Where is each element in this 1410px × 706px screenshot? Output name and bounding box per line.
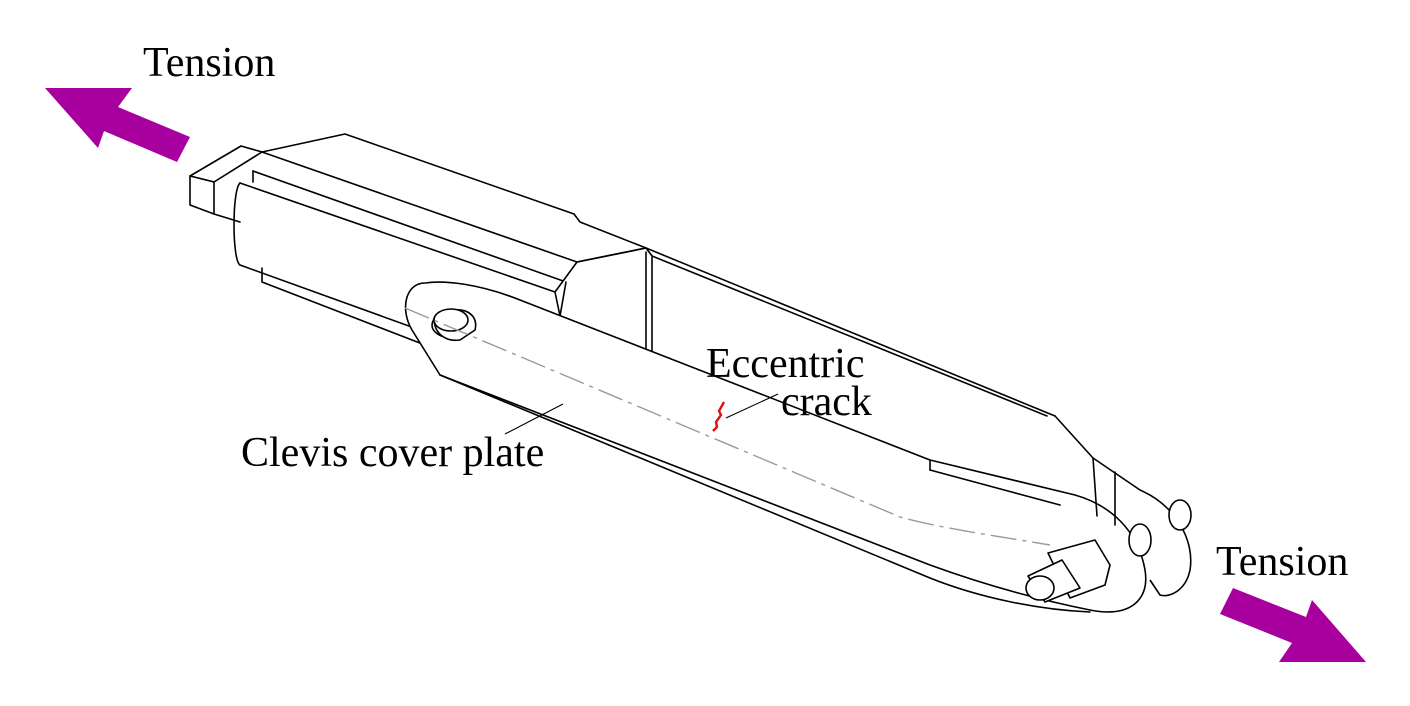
tension-arrow-right	[1220, 588, 1366, 662]
right-pin	[1025, 523, 1152, 603]
main-body	[233, 133, 1141, 491]
rear-clevis-plate	[1092, 457, 1192, 597]
crack-leader-line	[725, 393, 779, 419]
centerline	[404, 307, 1051, 546]
clevis-cover-plate	[404, 281, 1147, 613]
eccentric-crack	[712, 401, 726, 432]
left-end-lug	[189, 145, 263, 223]
clevis-leader-line	[504, 403, 564, 435]
tension-label-right: Tension	[1216, 539, 1349, 585]
tension-label-left: Tension	[143, 40, 276, 86]
crack-label: crack	[781, 379, 872, 425]
tension-arrow-left	[45, 88, 190, 162]
eccentric-label: Eccentric	[706, 341, 865, 387]
clevis-cover-plate-label: Clevis cover plate	[241, 430, 545, 476]
